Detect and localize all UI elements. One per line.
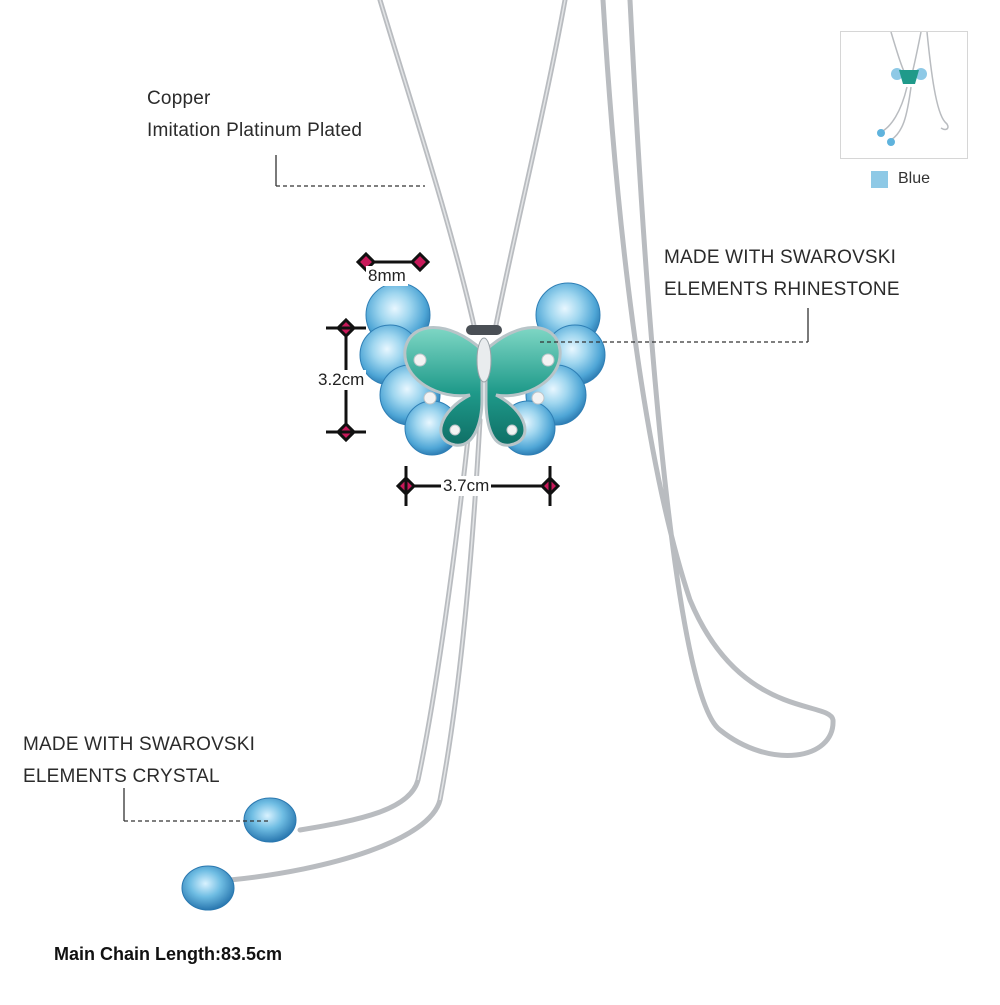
material-line-2: Imitation Platinum Plated — [147, 120, 363, 141]
width-label: 3.7cm — [441, 476, 492, 496]
color-option-blue[interactable]: Blue — [871, 170, 930, 188]
color-swatch — [871, 170, 888, 188]
crystal-line-1: MADE WITH SWAROVSKI — [23, 734, 256, 755]
crystal-line-2: ELEMENTS CRYSTAL — [23, 766, 220, 787]
crystal-label: MADE WITH SWAROVSKI ELEMENTS CRYSTAL — [23, 729, 255, 793]
drop-crystals — [181, 797, 297, 911]
material-label: Copper Imitation Platinum Plated — [147, 83, 362, 147]
butterfly-pendant — [359, 282, 606, 456]
color-option-label: Blue — [898, 170, 931, 187]
rhinestone-line-2: ELEMENTS RHINESTONE — [664, 279, 900, 300]
rhinestone-label: MADE WITH SWAROVSKI ELEMENTS RHINESTONE — [664, 242, 900, 306]
material-line-1: Copper — [147, 88, 211, 109]
chain-length-label: Main Chain Length:83.5cm — [54, 944, 283, 964]
callout-lines — [123, 155, 809, 822]
rhinestone-line-1: MADE WITH SWAROVSKI — [664, 247, 897, 268]
thumbnail-image — [877, 31, 949, 146]
height-label: 3.2cm — [316, 370, 367, 390]
thumbnail-blue[interactable] — [840, 31, 968, 159]
stone-size-label: 8mm — [366, 266, 408, 286]
